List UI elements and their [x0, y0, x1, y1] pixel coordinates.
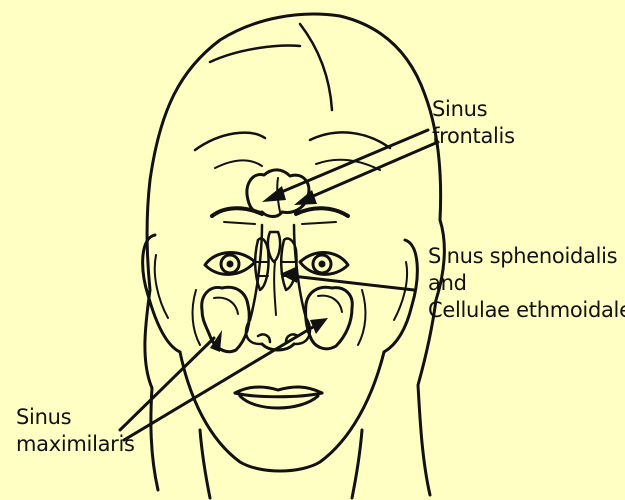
left-brow-tail — [224, 222, 255, 224]
arrow-frontalis-1 — [262, 130, 428, 202]
forehead-line-3 — [195, 133, 265, 150]
upper-lip — [235, 387, 322, 393]
right-eyebrow — [296, 208, 348, 216]
label-sinus-frontalis: Sinus frontalis — [432, 96, 515, 150]
label-sinus-maximilaris-line1: Sinus — [16, 404, 135, 431]
maxillary-sinus-left-inner — [214, 298, 238, 314]
right-pupil — [319, 261, 326, 268]
right-cheek-line — [358, 290, 365, 345]
label-sinus-sphenoidalis-line1: Sinus sphenoidalis — [428, 243, 625, 270]
left-cheek-line — [193, 290, 200, 345]
mouth-line — [235, 393, 322, 397]
forehead-line-1 — [210, 46, 300, 62]
neck-left — [200, 430, 210, 498]
forehead-line-4 — [310, 132, 390, 148]
label-sinus-sphenoidalis-line2: and — [428, 270, 625, 297]
label-sinus-sphenoidalis-line3: Cellulae ethmoidales — [428, 297, 625, 324]
maxillary-sinus-right-inner — [318, 296, 342, 312]
left-eyebrow — [212, 208, 262, 216]
label-sinus-frontalis-line1: Sinus — [432, 96, 515, 123]
neck-right — [352, 430, 362, 498]
label-sinus-frontalis-line2: frontalis — [432, 123, 515, 150]
right-ear-inner — [394, 262, 407, 320]
jaw-outline — [180, 352, 384, 471]
nasal-septum-upper — [274, 262, 276, 315]
arrow-frontalis-2 — [294, 142, 438, 205]
label-sinus-maximilaris: Sinus maximilaris — [16, 404, 135, 458]
left-pupil — [227, 261, 234, 268]
left-nostril — [258, 334, 270, 342]
right-brow-tail — [302, 222, 336, 224]
label-sinus-sphenoidalis: Sinus sphenoidalis and Cellulae ethmoida… — [428, 243, 625, 324]
right-ear — [384, 240, 417, 352]
sphenoid-sinus — [268, 232, 280, 262]
left-ear-inner — [155, 255, 168, 318]
arrow-maximilaris-2 — [124, 318, 328, 440]
label-sinus-maximilaris-line2: maximilaris — [16, 431, 135, 458]
forehead-line-2 — [300, 24, 332, 110]
forehead-line-5 — [215, 160, 262, 168]
